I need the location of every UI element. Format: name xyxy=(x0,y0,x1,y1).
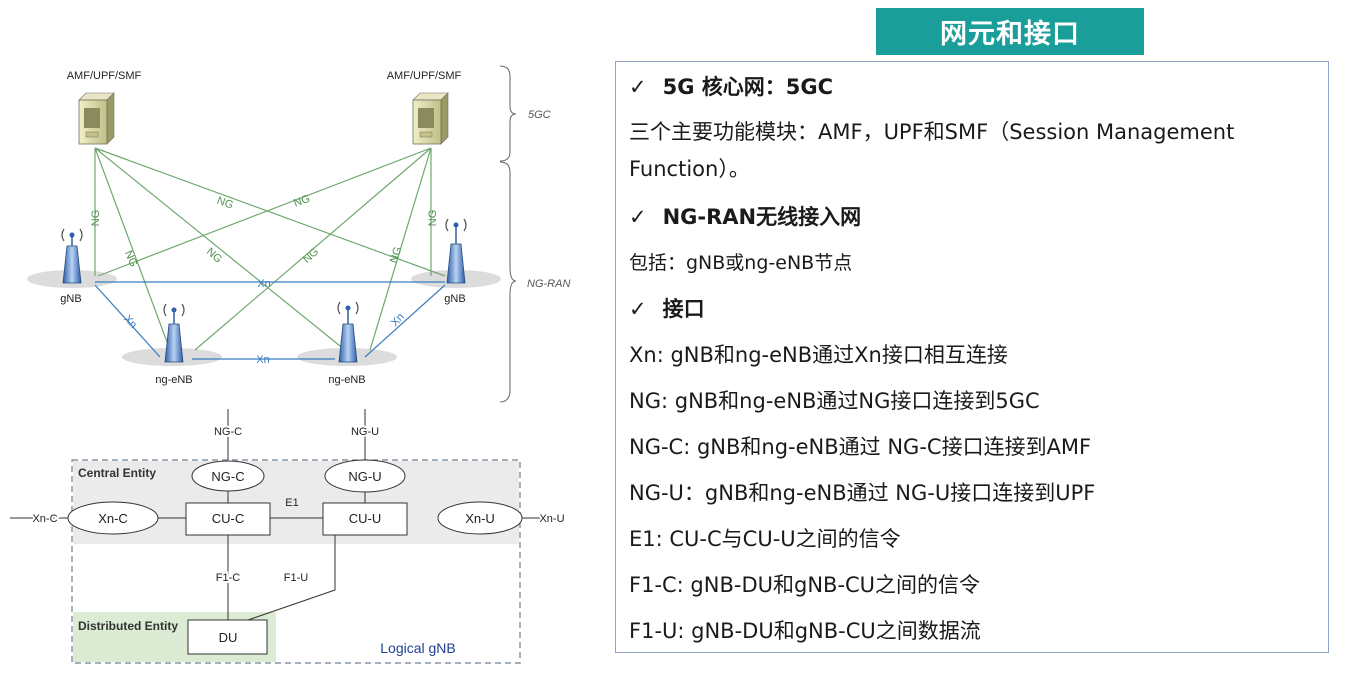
ng-labels: NG NG NG NG NG NG NG NG xyxy=(90,193,439,269)
xn-c-line-label: Xn-C xyxy=(32,513,57,525)
central-entity-label: Central Entity xyxy=(78,466,156,480)
heading-5gc: ✓ 5G 核心网：5GC xyxy=(629,71,1318,103)
cu-u-box xyxy=(322,502,408,536)
cu-c-label: CU-C xyxy=(212,511,245,526)
heading-interfaces: ✓ 接口 xyxy=(629,293,1318,325)
ng-c-line-label: NG-C xyxy=(214,426,242,438)
interface-item: Xn: gNB和ng-eNB通过Xn接口相互连接 xyxy=(629,343,1008,367)
ng-u-node-label: NG-U xyxy=(348,469,381,484)
ng-u-line-label: NG-U xyxy=(351,426,379,438)
interface-item: E1: CU-C与CU-U之间的信令 xyxy=(629,527,901,551)
ng-label: NG xyxy=(292,193,312,210)
interface-item: NG-U：gNB和ng-eNB通过 NG-U接口连接到UPF xyxy=(629,481,1096,505)
ngenb-left-label: ng-eNB xyxy=(155,374,192,386)
ng-label: NG xyxy=(204,246,224,266)
du-label: DU xyxy=(219,630,238,645)
content-panel: ✓ 5G 核心网：5GC 三个主要功能模块：AMF，UPF和SMF（Session… xyxy=(615,61,1329,653)
f1-u-label: F1-U xyxy=(284,572,309,584)
antenna-gnb-right-icon xyxy=(445,218,467,284)
logical-gnb-box xyxy=(71,459,521,664)
xn-label: Xn xyxy=(257,278,270,290)
check-icon: ✓ xyxy=(629,75,647,99)
slide-title: 网元和接口 xyxy=(876,8,1144,55)
xn-label: Xn xyxy=(389,311,407,329)
paragraph-5gc: 三个主要功能模块：AMF，UPF和SMF（Session Management … xyxy=(629,120,1235,181)
ng-u-node xyxy=(324,459,406,493)
antenna-ngenb-right-icon xyxy=(337,301,359,363)
gnb-right-label: gNB xyxy=(444,293,465,305)
ng-label: NG xyxy=(215,195,235,212)
cu-u-label: CU-U xyxy=(349,511,382,526)
antenna-ngenb-left-icon xyxy=(163,303,185,363)
ng-links xyxy=(94,147,446,351)
f1-c-label: F1-C xyxy=(216,572,241,584)
xn-c-node xyxy=(67,501,159,535)
antenna-gnb-left-icon xyxy=(61,228,83,284)
core-right-label: AMF/UPF/SMF xyxy=(387,70,462,82)
server-left-icon xyxy=(78,92,115,145)
ngenb-right-label: ng-eNB xyxy=(328,374,365,386)
check-icon: ✓ xyxy=(629,297,647,321)
xn-label: Xn xyxy=(121,313,139,331)
ng-label: NG xyxy=(90,210,102,227)
heading-ngran: ✓ NG-RAN无线接入网 xyxy=(629,201,1318,233)
heading-ngran-text: NG-RAN无线接入网 xyxy=(662,205,862,229)
ng-label: NG xyxy=(427,210,439,227)
gnb-left-label: gNB xyxy=(60,293,81,305)
cu-c-box xyxy=(185,502,271,536)
interface-item: F1-C: gNB-DU和gNB-CU之间的信令 xyxy=(629,573,981,597)
ng-c-node xyxy=(191,460,265,492)
xn-c-node-label: Xn-C xyxy=(98,511,128,526)
distributed-entity-label: Distributed Entity xyxy=(78,619,178,633)
interface-item: F1-U: gNB-DU和gNB-CU之间数据流 xyxy=(629,619,981,643)
xn-u-line-label: Xn-U xyxy=(539,513,564,525)
central-entity-area xyxy=(73,461,519,544)
du-box xyxy=(187,619,268,655)
ng-label: NG xyxy=(301,246,321,266)
heading-5gc-text: 5G 核心网：5GC xyxy=(662,75,834,99)
brace-5gc xyxy=(499,65,517,162)
network-diagram: NG NG NG NG NG NG NG NG Xn Xn Xn Xn AMF/… xyxy=(10,65,570,664)
ng-c-node-label: NG-C xyxy=(211,469,244,484)
interface-item: NG-C: gNB和ng-eNB通过 NG-C接口连接到AMF xyxy=(629,435,1092,459)
xn-label: Xn xyxy=(256,354,269,366)
paragraph-ngran: 包括：gNB或ng-eNB节点 xyxy=(629,252,853,274)
xn-links xyxy=(94,281,446,360)
heading-interfaces-text: 接口 xyxy=(662,297,705,321)
server-right-icon xyxy=(412,92,449,145)
xn-u-node xyxy=(437,501,523,535)
check-icon: ✓ xyxy=(629,205,647,229)
e1-label: E1 xyxy=(285,497,298,509)
logical-gnb-label: Logical gNB xyxy=(380,640,456,656)
core-left-label: AMF/UPF/SMF xyxy=(67,70,142,82)
ng-label: NG xyxy=(388,245,405,264)
brace-5gc-label: 5GC xyxy=(528,109,551,121)
brace-ngran-label: NG-RAN xyxy=(527,278,570,290)
brace-ngran xyxy=(499,161,517,403)
interface-item: NG: gNB和ng-eNB通过NG接口连接到5GC xyxy=(629,389,1040,413)
xn-u-node-label: Xn-U xyxy=(465,511,495,526)
